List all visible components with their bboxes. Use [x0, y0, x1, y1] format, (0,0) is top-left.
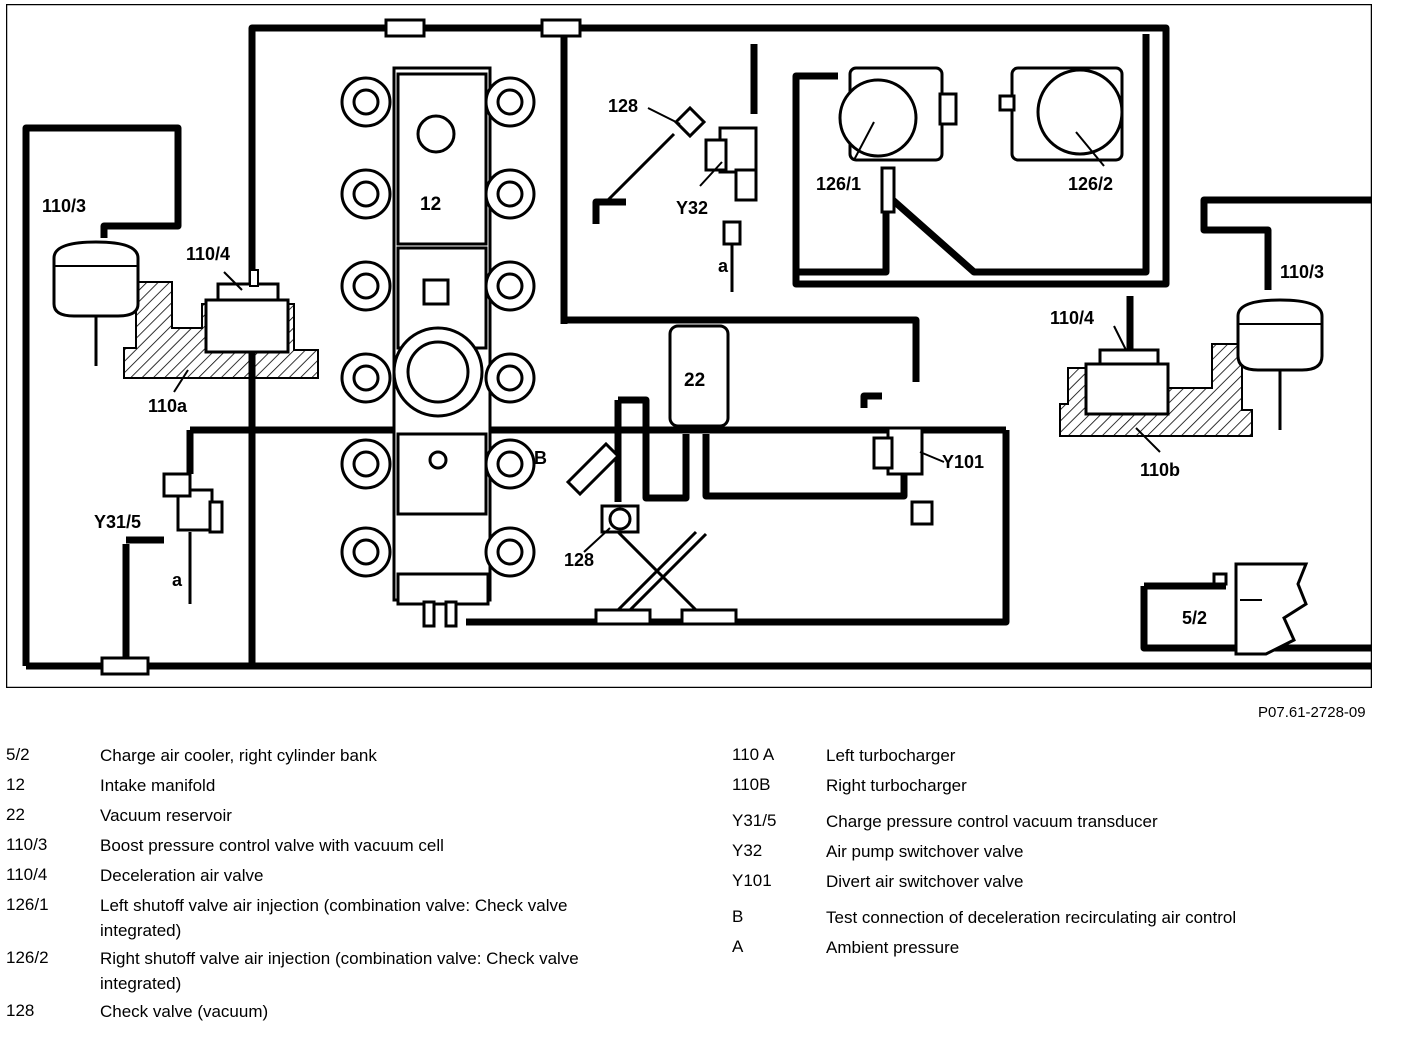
legend-desc: Divert air switchover valve: [826, 872, 1024, 891]
legend-code: 110 A: [732, 745, 775, 764]
label-12: 12: [420, 194, 441, 215]
legend-code: Y32: [732, 841, 763, 860]
legend-code: 126/1: [6, 895, 49, 914]
legend-code: 110/4: [6, 865, 48, 884]
legend-desc: Left shutoff valve air injection (combin…: [100, 896, 568, 940]
label-126-2: 126/2: [1068, 174, 1113, 194]
intake-manifold: [392, 66, 492, 628]
component-labels: 110/3 110/4 110a 12 Y31/5 a 128 Y32 a 12…: [42, 96, 1324, 628]
shutoff-valves: [838, 66, 1124, 214]
legend-code: 128: [6, 1001, 35, 1020]
legend-desc: Intake manifold: [100, 776, 216, 795]
label-y31-5: Y31/5: [94, 512, 141, 532]
legend-desc: Right turbocharger: [826, 776, 967, 795]
legend-code: 126/2: [6, 948, 49, 967]
legend-row: 110B Right turbocharger: [732, 770, 1372, 800]
vacuum-reservoir: [668, 324, 730, 428]
legend-desc: Boost pressure control valve with vacuum…: [100, 836, 444, 855]
leader-lines: [173, 107, 1262, 601]
air-pump-switchover-valve: [604, 105, 758, 292]
legend-row: A Ambient pressure: [732, 932, 1372, 962]
legend-row: 126/2 Right shutoff valve air injection (…: [6, 943, 626, 996]
label-110-4-right: 110/4: [1050, 308, 1094, 328]
label-b: B: [534, 448, 547, 468]
label-128-top: 128: [608, 96, 638, 116]
legend-row: Y31/5 Charge pressure control vacuum tran…: [732, 806, 1372, 836]
label-110a: 110a: [148, 396, 188, 416]
legend-code: 110/3: [6, 835, 48, 854]
legend-row: 5/2 Charge air cooler, right cylinder ban…: [6, 740, 626, 770]
manifold-ports: [340, 76, 536, 578]
label-22: 22: [684, 370, 705, 391]
charge-pressure-transducer: [162, 472, 224, 604]
legend-row: Y101 Divert air switchover valve: [732, 866, 1372, 896]
label-126-1: 126/1: [816, 174, 861, 194]
legend-desc: Test connection of deceleration recircul…: [826, 908, 1237, 927]
legend-left: 5/2 Charge air cooler, right cylinder ban…: [6, 740, 626, 1026]
legend-right: 110 A Left turbocharger 110B Right turboch…: [732, 740, 1372, 962]
label-5-2: 5/2: [1182, 608, 1207, 628]
legend-row: B Test connection of deceleration recircu…: [732, 902, 1372, 932]
legend-row: Y32 Air pump switchover valve: [732, 836, 1372, 866]
label-a-left: a: [172, 570, 183, 590]
divert-air-switchover-valve: [872, 426, 934, 526]
label-110-3-right: 110/3: [1280, 262, 1324, 282]
legend-desc: Left turbocharger: [826, 746, 956, 765]
legend-code: Y31/5: [732, 811, 777, 830]
legend-desc: Air pump switchover valve: [826, 842, 1024, 861]
charge-air-cooler: [1234, 562, 1309, 656]
label-128-bottom: 128: [564, 550, 594, 570]
legend-code: 12: [6, 775, 25, 794]
legend-row: 22 Vacuum reservoir: [6, 800, 626, 830]
legend-code: 5/2: [6, 745, 30, 764]
legend-row: 128 Check valve (vacuum): [6, 996, 626, 1026]
legend-desc: Check valve (vacuum): [100, 1002, 269, 1021]
left-turbocharger: [52, 240, 319, 379]
label-110b: 110b: [1140, 460, 1180, 480]
legend-code: B: [732, 907, 744, 926]
legend-desc: Charge pressure control vacuum transduce…: [826, 812, 1158, 831]
right-turbocharger: [1059, 298, 1324, 437]
label-a-mid: a: [718, 256, 729, 276]
hose-fittings: [100, 18, 1228, 676]
diagram-border: [6, 4, 1372, 688]
legend-desc: Charge air cooler, right cylinder bank: [100, 746, 377, 765]
vacuum-diagram: 110/3 110/4 110a 12 Y31/5 a 128 Y32 a 12…: [6, 4, 1372, 688]
bottom-check-valve: [565, 441, 738, 626]
legend-desc: Ambient pressure: [826, 938, 960, 957]
figure-code: P07.61-2728-09: [1258, 704, 1366, 721]
legend-code: 22: [6, 805, 25, 824]
label-110-3-left: 110/3: [42, 196, 86, 216]
legend-row: 110/3 Boost pressure control valve with v…: [6, 830, 626, 860]
legend-code: Y101: [732, 871, 772, 890]
legend-desc: Deceleration air valve: [100, 866, 264, 885]
legend-desc: Right shutoff valve air injection (combi…: [100, 949, 579, 993]
legend-row: 126/1 Left shutoff valve air injection (c…: [6, 890, 626, 943]
legend-code: 110B: [732, 775, 771, 794]
label-y101: Y101: [942, 452, 984, 472]
label-110-4-left: 110/4: [186, 244, 230, 264]
label-y32: Y32: [676, 198, 708, 218]
legend-code: A: [732, 937, 744, 956]
legend-desc: Vacuum reservoir: [100, 806, 232, 825]
legend-row: 12 Intake manifold: [6, 770, 626, 800]
legend-row: 110/4 Deceleration air valve: [6, 860, 626, 890]
legend-row: 110 A Left turbocharger: [732, 740, 1372, 770]
